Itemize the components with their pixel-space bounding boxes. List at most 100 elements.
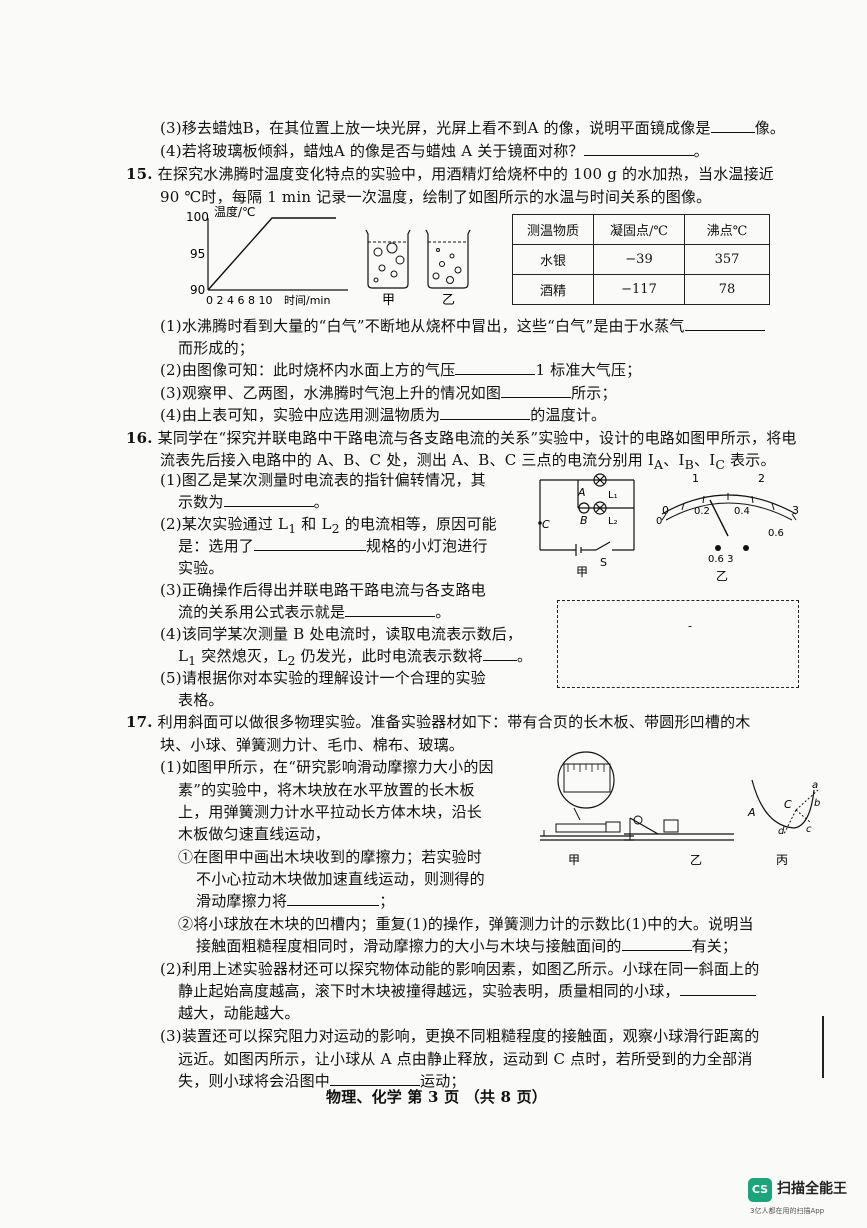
beaker-yi	[425, 229, 471, 289]
table-cell: 酒精	[512, 274, 594, 305]
answer-blank[interactable]	[287, 891, 380, 906]
xticks: 0 2 4 6 8 10	[206, 294, 272, 306]
point-b-label: B	[580, 514, 588, 527]
graph-xlabel: 时间/min	[284, 294, 330, 306]
watermark-subtitle: 3亿人都在用的扫描App	[750, 1207, 825, 1215]
scale-top-0: 0	[662, 504, 669, 517]
point-c-label: C	[542, 518, 550, 531]
q17-c2-line2: 接触面粗糙程度相同时，滑动摩擦力的大小与木块与接触面间的有关；	[196, 936, 738, 955]
scale-bot-04: 0.4	[734, 506, 750, 517]
table-cell: −39	[593, 244, 685, 275]
q15-part1-line1: (1)水沸腾时看到大量的“白气”不断地从烧杯中冒出，这些“白气”是由于水蒸气	[160, 316, 765, 336]
q16-part1-line2: 示数为。	[178, 492, 329, 511]
switch-s-label: S	[600, 556, 607, 569]
q17-intro-line2: 块、小球、弹簧测力计、毛巾、棉布、玻璃。	[160, 736, 465, 754]
scale-bot-06: 0.6	[768, 528, 784, 539]
ammeter-dial: 0 1 2 3 0 0.2 0.4 0.6 0.6 3 乙	[656, 472, 799, 583]
q16-intro-line1: 16. 某同学在“探究并联电路中干路电流与各支路电流的关系”实验中，设计的电路如…	[126, 429, 797, 447]
table-header: 沸点℃	[684, 214, 770, 245]
point-c-label: C	[784, 798, 792, 811]
incline-experiment-figures: 甲 乙 A C a b c d 丙	[540, 751, 820, 867]
answer-blank[interactable]	[345, 602, 436, 617]
answer-blank[interactable]	[455, 360, 536, 375]
page-footer: 物理、化学 第 3 页 （共 8 页）	[326, 1088, 548, 1106]
answer-blank[interactable]	[501, 383, 572, 398]
answer-blank[interactable]	[710, 118, 755, 133]
temperature-time-graph: 温度/℃ 100 95 90 0 2 4 6 8 10 时间/min	[186, 206, 348, 306]
q17-part2-line2: 静止起始高度越高，滚下时木块被撞得越远，实验表明，质量相同的小球，	[178, 981, 756, 1001]
scale-top-2: 2	[758, 472, 765, 485]
scale-bot-0: 0	[656, 516, 662, 527]
path-d-label: d	[778, 826, 785, 837]
answer-box-mark: -	[688, 619, 693, 633]
q17-part1-line3: 上，用弹簧测力计水平拉动长方体木块，沿长	[178, 803, 483, 821]
lamp-l2-label: L₂	[608, 516, 618, 527]
q15-intro-line1: 15. 在探究水沸腾时温度变化特点的实验中，用酒精灯给烧杯中的 100 g 的水…	[126, 165, 775, 183]
q17-part2-line1: (2)利用上述实验器材还可以探究物体动能的影响因素，如图乙所示。小球在同一斜面上…	[160, 960, 760, 978]
q17-part1-line4: 木板做匀速直线运动，	[178, 825, 331, 843]
q16-intro-line2: 流表先后接入电路中的 A、B、C 处，测出 A、B、C 三点的电流分别用 IA、…	[160, 451, 776, 472]
figure-yi: 乙	[624, 815, 734, 867]
q16-part2-line1: (2)某次实验通过 L1 和 L2 的电流相等，原因可能	[160, 515, 497, 536]
table-header-row: 测温物质 凝固点/℃ 沸点℃	[512, 214, 770, 245]
parallel-circuit-diagram: A B C L₁ L₂ S 甲	[538, 473, 635, 578]
table-cell: 78	[684, 274, 770, 305]
q16-part3-line2: 流的关系用公式表示就是。	[178, 602, 451, 621]
path-c-label: c	[806, 824, 812, 835]
figure-jia-label: 甲	[568, 853, 580, 867]
figure-yi-label: 乙	[690, 853, 702, 867]
q16-part3-line1: (3)正确操作后得出并联电路干路电流与各支路电	[160, 581, 486, 599]
answer-blank[interactable]	[583, 141, 694, 156]
figure-bing-label: 丙	[776, 853, 788, 867]
q17-c1-line1: ①在图甲中画出木块收到的摩擦力；若实验时	[178, 848, 483, 866]
table-cell: 水银	[512, 244, 594, 275]
temperature-curve	[207, 217, 336, 291]
answer-blank[interactable]	[440, 405, 531, 420]
q15-part3: (3)观察甲、乙两图，水沸腾时气泡上升的情况如图所示；	[160, 383, 617, 402]
point-a-label: A	[747, 806, 756, 819]
scale-bot-02: 0.2	[694, 506, 710, 517]
graph-ylabel: 温度/℃	[214, 206, 256, 219]
ammeter-terminals: 0.6 3	[708, 554, 733, 565]
camscanner-logo-icon: CS	[748, 1178, 772, 1202]
table-row: 酒精 −117 78	[512, 274, 770, 305]
table-row: 水银 −39 357	[512, 244, 770, 275]
q14-part4: (4)若将玻璃板倾斜，蜡烛A 的像是否与蜡烛 A 关于镜面对称？。	[160, 141, 709, 160]
table-header: 凝固点/℃	[593, 214, 685, 245]
q15-part1-line2: 而形成的；	[178, 339, 255, 357]
watermark-title: 扫描全能王	[777, 1181, 847, 1197]
answer-blank[interactable]	[679, 981, 756, 996]
figure-bing: A C a b c d 丙	[747, 779, 820, 867]
table-cell: 357	[684, 244, 770, 275]
q15-intro-line2: 90 ℃时，每隔 1 min 记录一次温度，绘制了如图所示的水温与时间关系的图像…	[160, 188, 712, 206]
ytick-100: 100	[186, 210, 209, 224]
q15-part4: (4)由上表可知，实验中应选用测温物质为的温度计。	[160, 405, 607, 424]
point-a-label: A	[577, 486, 586, 499]
q17-c1-line3: 滑动摩擦力将；	[196, 891, 395, 910]
answer-blank[interactable]	[684, 316, 765, 331]
q17-part3-line3: 失，则小球将会沿图中运动；	[178, 1071, 466, 1090]
figure-jia: 甲	[540, 751, 634, 867]
q17-part1-line1: (1)如图甲所示，在“研究影响滑动摩擦力大小的因	[160, 758, 494, 776]
beaker-jia-label: 甲	[382, 293, 395, 306]
q17-part2-line3: 越大，动能越大。	[178, 1004, 300, 1022]
q16-part2-line2: 是：选用了规格的小灯泡进行	[178, 536, 488, 555]
q16-part4-line2: L1 突然熄灭，L2 仍发光，此时电流表示数将。	[178, 646, 533, 668]
answer-blank[interactable]	[254, 536, 367, 551]
beaker-figures: 甲 乙	[365, 229, 471, 306]
answer-blank[interactable]	[330, 1071, 421, 1086]
answer-blank[interactable]	[483, 646, 517, 661]
q16-part2-line3: 实验。	[178, 559, 224, 577]
scale-top-3: 3	[792, 504, 799, 517]
answer-blank[interactable]	[223, 492, 314, 507]
answer-blank[interactable]	[621, 936, 692, 951]
ammeter-yi-label: 乙	[716, 569, 728, 583]
thermometric-substance-table: 测温物质 凝固点/℃ 沸点℃ 水银 −39 357 酒精 −117 78	[512, 214, 770, 305]
q17-intro-line1: 17. 利用斜面可以做很多物理实验。准备实验器材如下：带有合页的长木板、带圆形凹…	[126, 713, 751, 731]
table-answer-box[interactable]: -	[557, 600, 799, 688]
q17-part1-line2: 素”的实验中，将木块放在水平放置的长木板	[178, 781, 475, 799]
q17-c1-line2: 不小心拉动木块做加速直线运动，则测得的	[196, 870, 485, 888]
circuit-jia-label: 甲	[576, 565, 588, 578]
beaker-yi-label: 乙	[442, 293, 455, 306]
